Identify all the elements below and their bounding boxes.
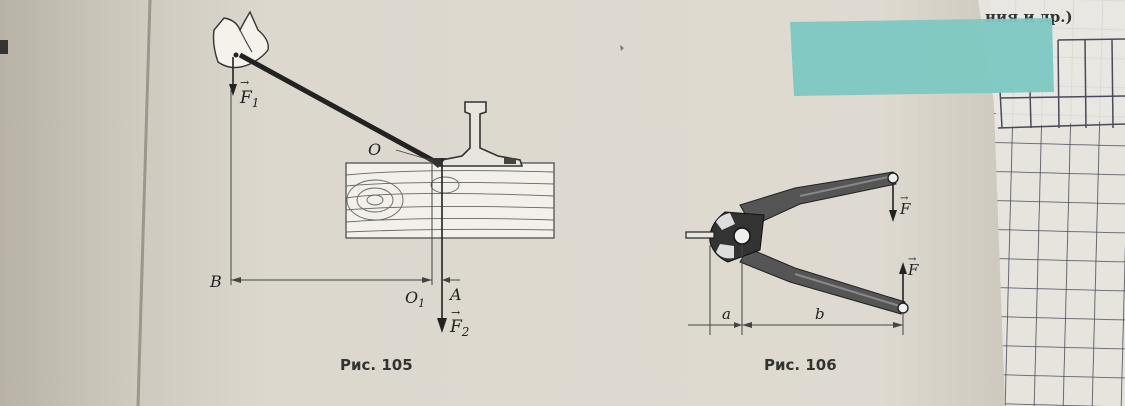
force-f2-arrowhead [437,318,447,333]
label-a-dimension: a [722,305,731,323]
force-top-arrowhead [889,210,897,222]
pincers-upper-end [887,172,899,184]
label-b-dimension: b [815,305,825,323]
force-bottom-arrowhead [899,262,907,274]
figure-106: F → F → a b Рис. 106 [685,171,919,374]
pincers-jaw-highlight-lower [716,244,734,259]
label-f-top-vector-arrow: → [900,193,909,204]
pincers-upper-grip [799,175,894,197]
hand-finger-line [239,29,253,53]
left-page [140,0,1010,406]
label-f-bottom: F [907,261,919,279]
o-leader [395,149,431,161]
right-grid-top [997,38,1125,129]
caption-figure-105: Рис. 105 [340,356,413,374]
sticky-note [790,18,1054,96]
page-fold [136,0,152,406]
label-b: B [209,272,222,291]
fulcrum [426,158,446,168]
force-f1-arrowhead [229,84,237,96]
hand-icon [212,10,269,69]
crowbar [238,52,434,163]
dimension-arrow-a [442,277,450,283]
pincers-lower-end [897,302,909,314]
dimension-arrow-o1 [422,277,432,283]
pincers-pivot [733,227,751,245]
label-f-bottom-vector-arrow: → [908,254,917,265]
pincers-lower-grip [794,273,904,308]
rail-spike [504,158,516,164]
nail [685,231,715,239]
page-mark [0,40,8,54]
label-f-top: F [899,200,911,218]
caption-figure-106: Рис. 106 [764,356,837,374]
wooden-sleeper [345,162,555,239]
label-f2-vector-arrow: → [451,306,460,319]
dimension-b-arrow-left [742,322,752,328]
wood-grain [345,170,555,233]
previous-page [0,0,160,406]
force-f1-origin [233,52,239,58]
paper-speck [620,45,624,51]
label-a: A [448,285,462,304]
dimension-arrow-b [231,277,241,283]
label-f1: F1 [239,88,259,110]
label-o: O [368,140,381,159]
pincers-jaw-highlight [716,213,735,230]
label-o1: O1 [405,288,425,310]
dimension-b-arrow-right [893,322,903,328]
dimension-a-arrow [734,322,742,328]
label-f1-vector-arrow: → [240,76,249,89]
pincers-lower-handle [739,247,906,315]
figure-105: F1 → O B O1 A F2 → Рис. 105 [209,10,555,374]
label-f2: F2 [449,317,469,339]
